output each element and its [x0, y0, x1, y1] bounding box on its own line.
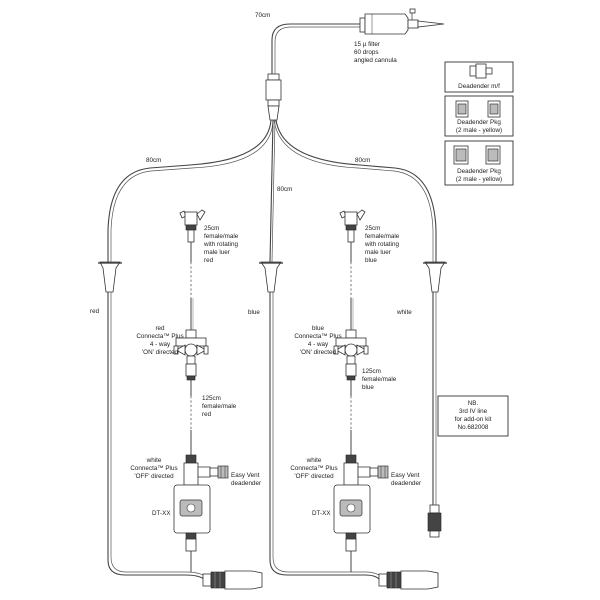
svg-text:Connecta™ Plus: Connecta™ Plus: [136, 333, 183, 340]
svg-text:125cm: 125cm: [202, 395, 221, 402]
svg-text:Easy Vent: Easy Vent: [231, 472, 260, 479]
svg-text:female/male: female/male: [365, 233, 400, 240]
left-dt-box: [173, 484, 211, 572]
svg-text:blue: blue: [365, 257, 377, 264]
svg-text:'ON' directed: 'ON' directed: [142, 349, 178, 356]
legend-deadender-pkg-1: Deadender Pkg (2 male - yellow): [444, 95, 514, 137]
dt-right-label: DT-XX: [312, 510, 331, 517]
svg-text:25cm: 25cm: [365, 225, 380, 232]
svg-text:female/male: female/male: [204, 233, 239, 240]
svg-text:red: red: [155, 325, 165, 332]
svg-text:Connecta™ Plus: Connecta™ Plus: [130, 465, 177, 472]
left-line-clamp: [98, 261, 122, 293]
center-line-tube: [269, 292, 383, 581]
svg-text:Deadender m/f: Deadender m/f: [458, 83, 500, 90]
left-length-label: 80cm: [146, 157, 161, 164]
left-branch-tube: [107, 119, 274, 262]
right-upper-tube: [350, 298, 354, 330]
svg-text:'OFF' directed: 'OFF' directed: [134, 473, 174, 480]
line-center-color-label: blue: [248, 309, 260, 316]
svg-text:angled cannula: angled cannula: [354, 57, 397, 64]
conn-white-right-label: white Connecta™ Plus 'OFF' directed: [290, 457, 337, 480]
right-line-end-connector: [427, 504, 442, 538]
right-dt-box: [333, 484, 371, 572]
svg-text:white: white: [306, 457, 322, 464]
filter-note: 15 µ filter 60 drops angled cannula: [354, 41, 397, 64]
svg-text:15 µ filter: 15 µ filter: [354, 41, 380, 48]
ext1-red-label: 25cm female/male with rotating male luer…: [203, 225, 239, 264]
svg-text:125cm: 125cm: [362, 368, 381, 375]
svg-text:Connecta™ Plus: Connecta™ Plus: [290, 465, 337, 472]
right-line-tube: [432, 292, 437, 505]
svg-text:for add-on kit: for add-on kit: [455, 416, 492, 423]
svg-text:red: red: [204, 257, 214, 264]
conn-blue-label: blue Connecta™ Plus 4 - way 'ON' directe…: [294, 325, 341, 356]
spike-filter: [359, 8, 445, 35]
svg-text:(2 male - yellow): (2 male - yellow): [456, 127, 502, 134]
right-length-label: 80cm: [355, 157, 370, 164]
right-white-connector: [343, 454, 389, 486]
svg-text:female/male: female/male: [362, 376, 397, 383]
svg-text:deadender: deadender: [391, 480, 421, 487]
line-right-color-label: white: [396, 309, 412, 316]
svg-text:female/male: female/male: [202, 403, 237, 410]
svg-text:'ON' directed: 'ON' directed: [300, 349, 336, 356]
svg-text:white: white: [146, 457, 162, 464]
svg-text:3rd IV line: 3rd IV line: [459, 408, 488, 415]
left-bottom-connector: [202, 570, 263, 590]
center-length-label: 80cm: [277, 186, 292, 193]
conn-red-label: red Connecta™ Plus 4 - way 'ON' directed: [136, 325, 183, 356]
center-branch-tube: [269, 119, 276, 263]
legend-deadender-mf: Deadender m/f: [444, 61, 514, 93]
svg-text:Connecta™ Plus: Connecta™ Plus: [294, 333, 341, 340]
center-bottom-connector: [378, 570, 439, 590]
svg-text:with rotating: with rotating: [364, 241, 399, 248]
svg-text:deadender: deadender: [231, 480, 261, 487]
center-line-clamp: [259, 261, 283, 293]
conn-white-left-label: white Connecta™ Plus 'OFF' directed: [130, 457, 177, 480]
main-tube: [271, 23, 360, 74]
svg-text:blue: blue: [312, 325, 324, 332]
dt-left-label: DT-XX: [152, 510, 171, 517]
svg-text:blue: blue: [362, 384, 374, 391]
svg-text:No.682008: No.682008: [458, 424, 489, 431]
easy-vent-right-label: Easy Vent deadender: [391, 472, 421, 487]
ext2-red-label: 125cm female/male red: [202, 395, 237, 418]
ext1-blue-label: 25cm female/male with rotating male luer…: [364, 225, 400, 264]
svg-text:Easy Vent: Easy Vent: [391, 472, 420, 479]
legend-deadender-pkg-2: Deadender Pkg (2 male - yellow): [444, 140, 514, 186]
svg-text:with rotating: with rotating: [203, 241, 238, 248]
left-upper-tube: [190, 298, 194, 330]
y-hub: [265, 73, 282, 121]
svg-text:(2 male - yellow): (2 male - yellow): [456, 176, 502, 183]
right-branch-tube: [273, 119, 437, 262]
svg-text:Deadender Pkg: Deadender Pkg: [457, 119, 501, 126]
ext2-blue-label: 125cm female/male blue: [362, 368, 397, 391]
left-red-4way-connector: [173, 329, 209, 381]
svg-text:Deadender Pkg: Deadender Pkg: [457, 168, 501, 175]
left-line-tube: [107, 292, 207, 581]
svg-text:red: red: [202, 411, 212, 418]
right-line-clamp: [423, 261, 447, 293]
svg-text:male luer: male luer: [204, 249, 230, 256]
svg-text:4 - way: 4 - way: [308, 341, 329, 348]
svg-text:NB.: NB.: [468, 400, 479, 407]
note-box: NB. 3rd IV line for add-on kit No.682008: [437, 395, 509, 437]
svg-text:60 drops: 60 drops: [354, 49, 379, 56]
right-blue-4way-connector: [333, 329, 369, 381]
svg-text:male luer: male luer: [365, 249, 391, 256]
svg-text:'OFF' directed: 'OFF' directed: [294, 473, 334, 480]
svg-text:4 - way: 4 - way: [150, 341, 171, 348]
right-rotating-luer: [339, 209, 366, 262]
easy-vent-left-label: Easy Vent deadender: [231, 472, 261, 487]
left-rotating-luer: [179, 209, 206, 262]
svg-text:25cm: 25cm: [204, 225, 219, 232]
main-length-label: 70cm: [255, 12, 270, 19]
left-white-connector: [183, 454, 229, 486]
line-left-color-label: red: [90, 308, 100, 315]
